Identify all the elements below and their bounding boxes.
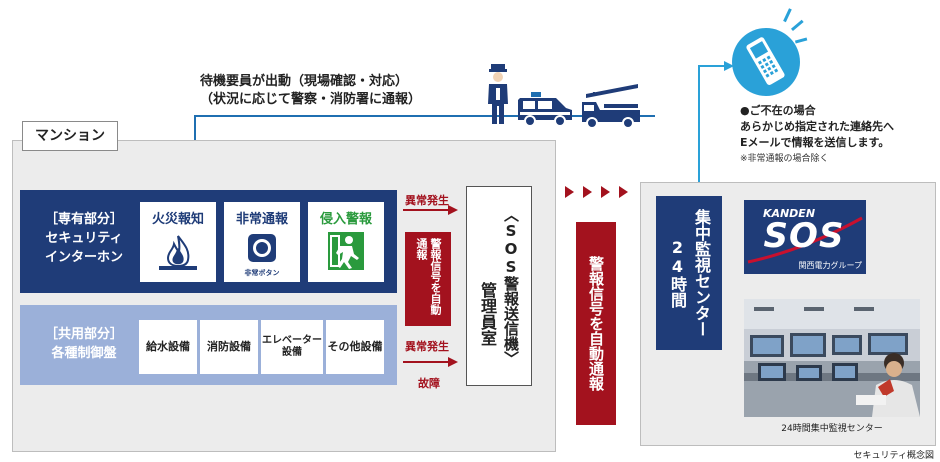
monitoring-center-label: 24時間 集中監視センター: [656, 196, 722, 350]
shared-zone-line2: 各種制御盤: [51, 346, 117, 361]
absence-line1: あらかじめ指定された連絡先へ: [740, 120, 894, 133]
logo-sub-text: 関西電力グループ: [798, 261, 862, 270]
intruder-icon: [328, 232, 364, 270]
logo-main-text: SOS: [763, 216, 845, 256]
monitoring-center-photo: [744, 299, 920, 417]
tile-emergency-call-label: 非常通報: [235, 212, 288, 227]
management-room-line1: 管理員室: [478, 282, 497, 346]
tile-other-equipment: その他設備: [326, 320, 384, 374]
logo-swoosh: [747, 216, 863, 264]
patrol-car-icon: [518, 92, 572, 126]
auto-notify-tall-text: 警報信号を自動通報: [587, 256, 605, 391]
fire-icon: [159, 235, 197, 270]
auto-notify-small: 警報信号を自動通報: [405, 232, 451, 326]
tile-elevator-line1: エレベーター: [262, 335, 322, 346]
shared-zone-line1: ［共用部分］: [44, 327, 123, 342]
center-line1: 24時間: [668, 238, 687, 308]
mobile-phone-icon: [732, 8, 808, 96]
photo-caption: 24時間集中監視センター: [781, 424, 883, 434]
shared-zone-label: ［共用部分］ 各種制御盤: [28, 325, 140, 363]
dispatch-line1: 待機要員が出動（現場確認・対応）: [200, 74, 409, 89]
kanden-sos-logo: [744, 200, 866, 274]
private-zone-line3: インターホン: [44, 250, 123, 265]
absence-title: ●ご不在の場合: [740, 104, 816, 117]
tile-fire-alarm: 火災報知: [140, 202, 216, 282]
logo-top-text: KANDEN: [762, 207, 816, 220]
tile-intrusion-alarm-label: 侵入警報: [319, 212, 372, 227]
absence-note: ※非常通報の場合除く: [740, 154, 829, 164]
tile-fire-equipment: 消防設備: [200, 320, 258, 374]
tile-elevator: エレベーター 設備: [261, 320, 323, 374]
center-line2: 集中監視センター: [692, 209, 711, 337]
management-room-line2: 〈SOS警報送信機〉: [502, 206, 520, 366]
management-room-label: 管理員室 〈SOS警報送信機〉: [466, 186, 532, 386]
security-guard-icon: [488, 64, 508, 124]
emergency-button-icon: [248, 234, 276, 262]
auto-notify-tall: 警報信号を自動通報: [576, 222, 616, 425]
mansion-label: マンション: [22, 121, 118, 151]
tile-fire-alarm-label: 火災報知: [151, 212, 204, 227]
absence-line2: Eメールで情報を送信します。: [740, 136, 890, 149]
figure-caption: セキュリティ概念図: [853, 451, 934, 461]
dispatch-line2: （状況に応じて警察・消防署に通報）: [200, 92, 422, 107]
abnormal-label-top: 異常発生: [405, 194, 449, 207]
emergency-button-sub-label: 非常ボタン: [244, 269, 280, 277]
tile-elevator-line2: 設備: [282, 347, 302, 358]
tile-emergency-call: 非常通報 非常ボタン: [224, 202, 300, 282]
dispatch-text: 待機要員が出動（現場確認・対応） （状況に応じて警察・消防署に通報）: [200, 73, 421, 109]
fire-truck-icon: [582, 84, 640, 128]
abnormal-label-bottom: 異常発生: [405, 340, 449, 353]
tile-water-supply: 給水設備: [139, 320, 197, 374]
failure-label: 故障: [418, 377, 440, 390]
tile-intrusion-alarm: 侵入警報: [308, 202, 384, 282]
private-zone-line1: ［専有部分］: [44, 212, 123, 227]
absence-notice: ●ご不在の場合 あらかじめ指定された連絡先へ Eメールで情報を送信します。: [740, 103, 894, 151]
private-zone-label: ［専有部分］ セキュリティ インターホン: [28, 210, 140, 267]
management-room-box: [466, 186, 532, 386]
auto-notify-small-text: 警報信号を自動通報: [415, 238, 442, 315]
private-zone-line2: セキュリティ: [45, 231, 123, 246]
